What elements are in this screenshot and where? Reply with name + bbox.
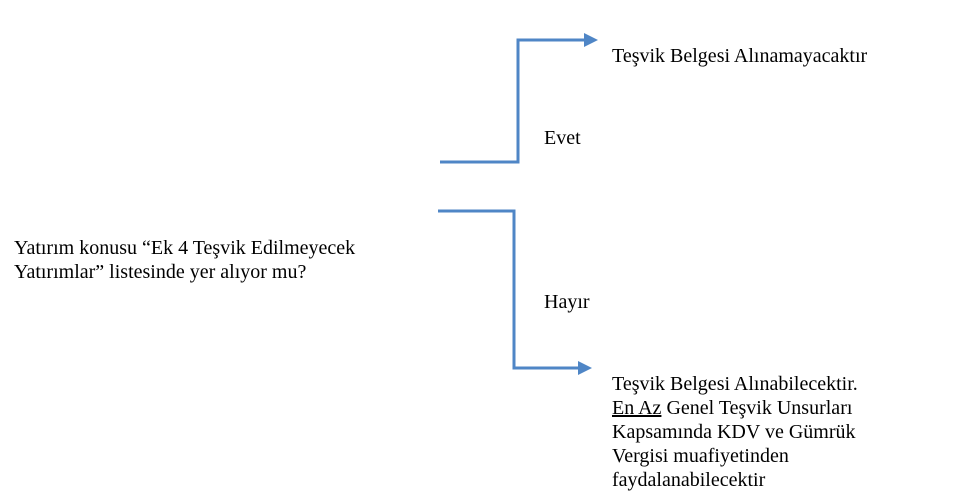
no-result-line-2-rest: Genel Teşvik Unsurları — [661, 397, 853, 419]
no-result-line-1: Teşvik Belgesi Alınabilecektir. — [612, 373, 858, 395]
no-result-text: Teşvik Belgesi Alınabilecektir. En Az Ge… — [612, 372, 858, 492]
yes-connector-line — [440, 38, 586, 164]
yes-arrowhead — [584, 33, 598, 47]
no-result-line-5: faydalanabilecektir — [612, 469, 766, 491]
no-branch-label: Hayır — [544, 291, 590, 313]
question-text: Yatırım konusu “Ek 4 Teşvik Edilmeyecek … — [14, 236, 355, 284]
no-result-line-2: En Az Genel Teşvik Unsurları — [612, 396, 858, 420]
question-line-1: Yatırım konusu “Ek 4 Teşvik Edilmeyecek — [14, 237, 356, 259]
no-result-underlined-phrase: En Az — [612, 397, 662, 419]
yes-branch-label: Evet — [544, 127, 581, 149]
no-result-line-3: Kapsamında KDV ve Gümrük — [612, 421, 856, 443]
question-line-2: Yatırımlar” listesinde yer alıyor mu? — [14, 261, 307, 283]
no-arrowhead — [578, 361, 592, 375]
no-connector-line — [438, 209, 580, 370]
no-result-line-4: Vergisi muafiyetinden — [612, 445, 789, 467]
yes-result-text: Teşvik Belgesi Alınamayacaktır — [612, 45, 868, 67]
